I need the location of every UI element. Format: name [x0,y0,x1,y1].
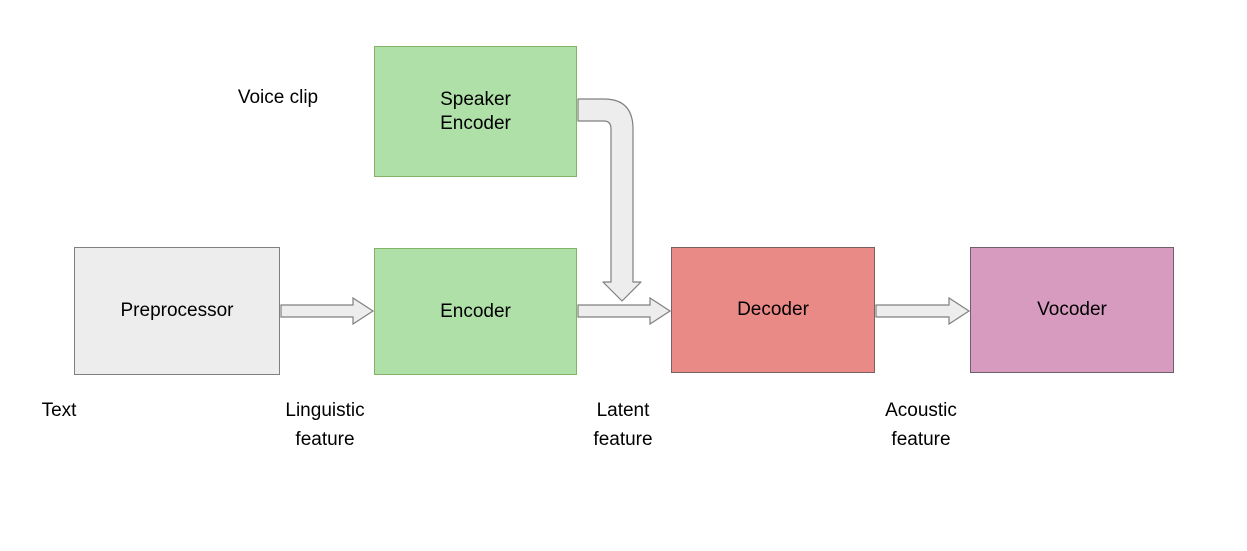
arrow-encoder-to-decoder [577,296,672,326]
caption-voice-clip: Voice clip [237,87,319,108]
caption-linguistic-feature: Linguistic feature [285,400,365,450]
node-encoder[interactable]: Encoder [374,248,577,375]
node-decoder-label: Decoder [737,299,809,320]
node-preprocessor-label: Preprocessor [120,300,234,321]
node-speaker-encoder-label: Speaker Encoder [440,88,511,134]
arrow-decoder-to-vocoder [875,296,971,326]
node-preprocessor[interactable]: Preprocessor [74,247,280,375]
node-speaker-encoder[interactable]: Speaker Encoder [374,46,577,177]
node-decoder[interactable]: Decoder [671,247,875,373]
node-encoder-label: Encoder [440,300,511,322]
arrow-preprocessor-to-encoder [280,296,375,326]
caption-text: Text [41,400,77,421]
caption-acoustic-feature: Acoustic feature [885,400,957,450]
node-vocoder[interactable]: Vocoder [970,247,1174,373]
caption-latent-feature: Latent feature [593,400,653,450]
node-vocoder-label: Vocoder [1037,299,1107,320]
arrow-speaker-encoder-to-decoder [577,98,642,302]
